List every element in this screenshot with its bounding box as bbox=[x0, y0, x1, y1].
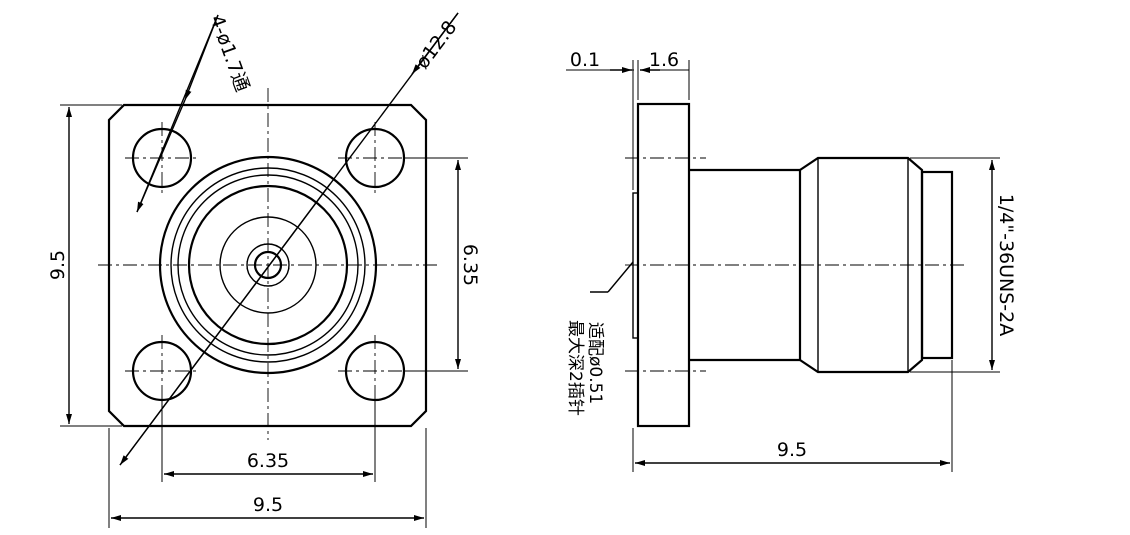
length-label: 9.5 bbox=[777, 439, 807, 461]
side-view: 0.1 1.6 适配ø0.51 最大深2插针 1/4"-36UNS-2A 9.5 bbox=[565, 49, 1017, 472]
flange-outline bbox=[107, 103, 428, 428]
pin-note-line2: 最大深2插针 bbox=[565, 320, 585, 416]
thread-spec-label: 1/4"-36UNS-2A bbox=[995, 194, 1017, 336]
pin-note-line1: 适配ø0.51 bbox=[585, 322, 605, 404]
height-label: 9.5 bbox=[47, 250, 69, 280]
hole-callout-label: 4-ø1.7通 bbox=[205, 12, 253, 95]
hole-spacing-horizontal-label: 6.35 bbox=[247, 450, 289, 472]
flange-thickness-label: 1.6 bbox=[649, 49, 679, 71]
hole-spacing-vertical-label: 6.35 bbox=[459, 244, 481, 286]
gap-label: 0.1 bbox=[570, 49, 600, 71]
flange-diameter-label: ø12.8 bbox=[411, 17, 461, 73]
front-view: ø12.8 4-ø1.7通 9.5 6.35 6.35 9.5 bbox=[47, 12, 481, 528]
width-label: 9.5 bbox=[253, 494, 283, 516]
side-shim bbox=[632, 192, 639, 339]
